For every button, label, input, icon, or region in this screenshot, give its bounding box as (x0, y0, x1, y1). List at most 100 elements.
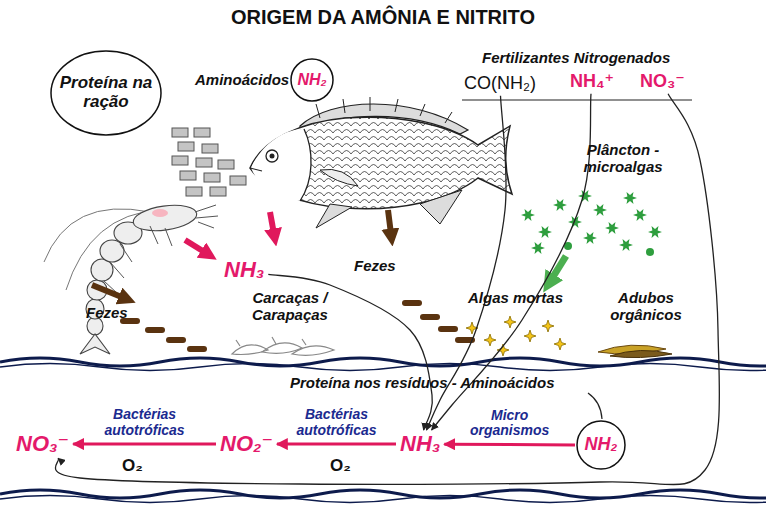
fish-scales (250, 117, 512, 209)
microalga (531, 242, 545, 254)
bottom-wave (0, 496, 766, 503)
carcass (232, 345, 268, 355)
node-text: NH₄⁺ (570, 72, 614, 92)
diagram-title: ORIGEM DA AMÔNIA E NITRITO (0, 6, 766, 29)
shrimp-spot (152, 209, 168, 217)
feces-piece (455, 337, 475, 343)
pectoral-fin (320, 169, 358, 186)
feed-pellet (196, 158, 212, 167)
node-text: NO₃⁻ (640, 72, 685, 92)
node-outline-shape (51, 51, 161, 135)
shrimp-legs (104, 226, 172, 294)
microalga (605, 222, 619, 234)
shrimp-segment (100, 240, 124, 262)
excretion-arrow (270, 212, 274, 234)
microalga (521, 209, 535, 221)
feed-pellet (172, 128, 188, 137)
fish-body (250, 117, 512, 209)
feed-pellet (202, 144, 218, 153)
microalga (553, 199, 567, 211)
flow-arrow (444, 443, 575, 447)
feces-arrow (388, 210, 391, 234)
feed-pellet (204, 173, 220, 182)
manure-leaf (610, 350, 672, 357)
feces-piece (166, 337, 186, 343)
nitrite-text: NO₂⁻ (218, 432, 275, 456)
edge-label: Micro organismos (468, 407, 552, 438)
fish-eye (266, 150, 278, 162)
dead-alga (542, 320, 554, 332)
node-text: Proteína na ração (58, 74, 154, 111)
microalga (623, 192, 637, 204)
microalga (646, 248, 654, 256)
shrimp-tail (80, 334, 110, 354)
feed-pellet (186, 187, 202, 196)
nitrate-text: NO₃⁻ (638, 72, 687, 92)
microalga (593, 204, 607, 216)
carcass-legs (236, 337, 306, 346)
settling-arrow (551, 256, 566, 280)
feed-ellipse: Proteína na ração (50, 50, 162, 136)
feces-piece (187, 346, 207, 352)
feed-pellet (230, 176, 246, 185)
amino-circle: NH₂ (576, 420, 626, 470)
microalga (633, 209, 647, 221)
nitrate-text: NO₃⁻ (14, 432, 71, 456)
ammonium-text: NH₄⁺ (568, 72, 616, 92)
feed-pellet (218, 160, 234, 169)
annotation-label: Fezes (354, 258, 396, 275)
annotation-label: Plâncton - microalgas (575, 142, 671, 176)
flow-arrow (277, 443, 396, 446)
reagent-label: O₂ (330, 456, 351, 476)
anal-fin (420, 190, 462, 224)
reagent-label: O₂ (122, 456, 143, 476)
node-text: NO₂⁻ (220, 432, 273, 456)
sediment-wave (0, 358, 766, 366)
flow-arrow (73, 443, 216, 446)
amino-circle: NH₂ (290, 58, 334, 102)
node-outline-shape (577, 421, 625, 469)
annotation-label: Aminoácidos (195, 72, 289, 89)
feed-pellet (178, 142, 194, 151)
dead-alga (466, 322, 478, 334)
ammonia-text: NH₃ (222, 258, 266, 282)
sediment-wave (0, 364, 766, 371)
node-text: NH₃ (400, 432, 440, 456)
edge-label: Bactérias autotróficas (93, 407, 197, 438)
fish-head (251, 129, 311, 201)
feces-arrow (92, 285, 124, 298)
pelvic-fin (316, 204, 352, 228)
annotation-label: Carcaças / Carapaças (240, 290, 340, 324)
microalga (578, 190, 592, 202)
feed-pellet (172, 156, 188, 165)
dead-alga (504, 316, 516, 328)
bottom-wave (0, 490, 766, 498)
feed-pellet (194, 128, 210, 137)
urea-text: CO(NH₂) (462, 74, 538, 94)
microalga (568, 216, 582, 228)
microalga (538, 226, 552, 238)
microalga (619, 239, 633, 251)
flow-arrow (55, 94, 719, 485)
feed-pellet (180, 171, 196, 180)
gill-line (300, 129, 311, 201)
feces-piece (438, 326, 458, 332)
carcass (292, 346, 334, 356)
node-text: CO(NH₂) (464, 74, 536, 94)
microalga (583, 232, 597, 244)
annotation-label: Algas mortas (468, 290, 563, 307)
node-text: NH₂ (297, 71, 326, 89)
feces-piece (420, 314, 440, 320)
annotation-label: Fertilizantes Nitrogenados (482, 50, 670, 67)
microalga (648, 226, 662, 238)
dead-alga (554, 338, 566, 350)
annotation-label: Proteína nos resíduos - Aminoácidos (290, 375, 555, 392)
feed-pellet (210, 187, 226, 196)
annotation-label: Fezes (86, 305, 128, 322)
microalga (564, 242, 572, 250)
dead-alga (484, 334, 496, 346)
leader-line (588, 393, 602, 419)
annotation-label: Adubos orgânicos (598, 290, 694, 324)
shrimp-rostrum (195, 205, 218, 228)
